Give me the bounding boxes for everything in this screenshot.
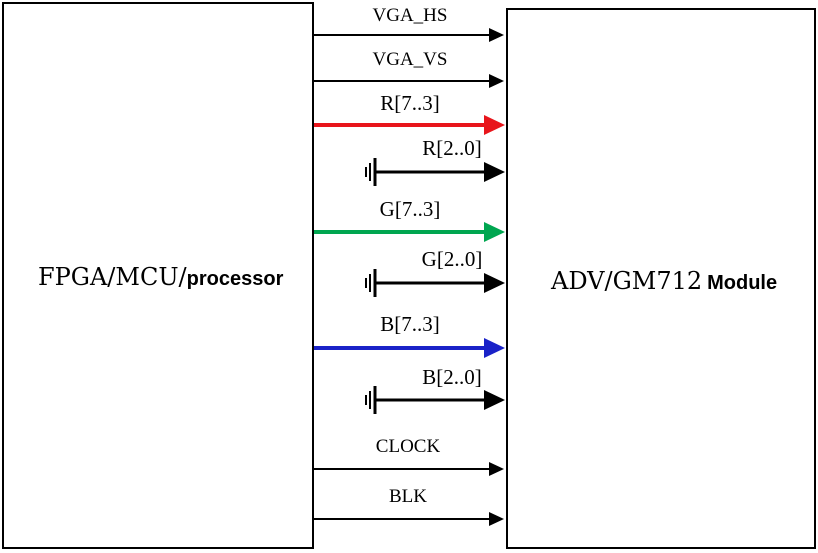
signal-label-g-low: G[2..0] xyxy=(422,247,483,271)
signal-label-r-low: R[2..0] xyxy=(422,136,482,160)
ground-icon xyxy=(365,158,377,186)
signal-b-low: B[2..0] xyxy=(365,365,505,414)
arrowhead-r-high xyxy=(484,115,505,135)
signal-label-vga-vs: VGA_VS xyxy=(373,49,448,70)
arrowhead-b-high xyxy=(484,338,505,358)
arrowhead-b-low xyxy=(484,390,505,410)
signal-r-high: R[7..3] xyxy=(314,91,505,135)
arrowhead-g-high xyxy=(484,222,505,242)
signal-r-low: R[2..0] xyxy=(365,136,505,186)
arrowhead-g-low xyxy=(484,273,505,293)
signal-g-high: G[7..3] xyxy=(314,197,505,242)
signal-label-blk: BLK xyxy=(389,486,427,507)
signal-label-g-high: G[7..3] xyxy=(380,197,441,221)
signal-b-high: B[7..3] xyxy=(314,312,505,358)
signal-label-clock: CLOCK xyxy=(376,436,441,457)
left-block xyxy=(2,2,314,549)
left-block-label-serif: FPGA/MCU/ xyxy=(38,263,188,291)
signal-label-vga-hs: VGA_HS xyxy=(373,5,448,26)
ground-icon xyxy=(365,269,377,297)
signal-clock: CLOCK xyxy=(314,436,504,476)
signal-label-r-high: R[7..3] xyxy=(380,91,440,115)
left-block-label: FPGA/MCU/processor xyxy=(38,263,284,291)
right-block-label-sans: Module xyxy=(707,272,777,294)
signal-vga-vs: VGA_VS xyxy=(314,49,504,88)
arrowhead-vga-hs xyxy=(489,28,504,42)
right-block-label-serif: ADV/GM712 xyxy=(550,267,702,295)
arrowhead-r-low xyxy=(484,162,505,182)
signal-blk: BLK xyxy=(314,486,504,526)
signal-g-low: G[2..0] xyxy=(365,247,505,297)
right-block xyxy=(506,8,816,549)
signal-label-b-low: B[2..0] xyxy=(422,365,482,389)
arrowhead-vga-vs xyxy=(489,74,504,88)
arrowhead-blk xyxy=(489,512,504,526)
ground-icon xyxy=(365,386,377,414)
signal-label-b-high: B[7..3] xyxy=(380,312,440,336)
arrowhead-clock xyxy=(489,462,504,476)
left-block-label-sans: processor xyxy=(187,268,284,290)
signal-vga-hs: VGA_HS xyxy=(314,5,504,42)
